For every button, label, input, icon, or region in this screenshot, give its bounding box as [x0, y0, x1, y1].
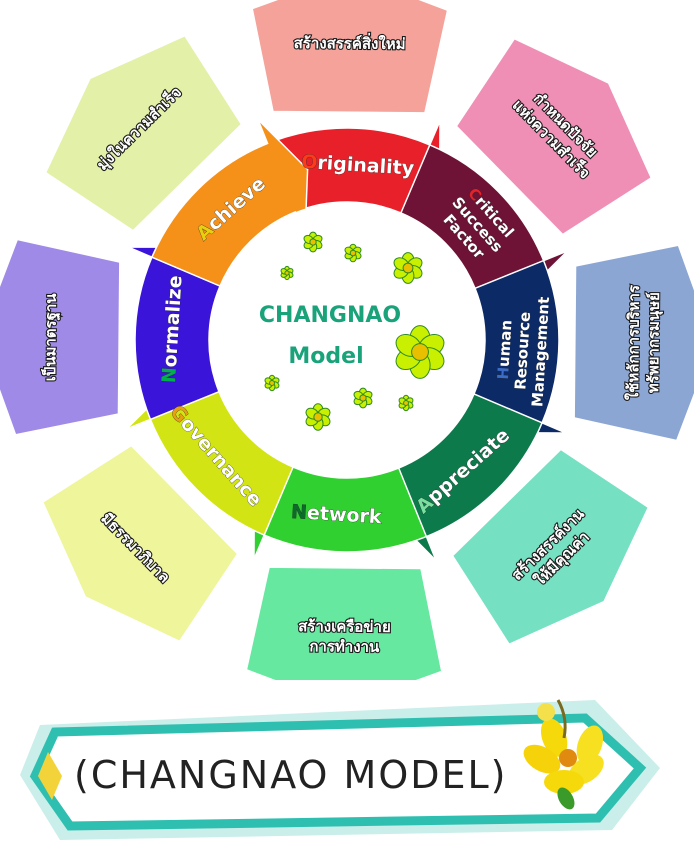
changnao-model-diagram: สร้างสรรค์สิ่งใหม่กำหนดปัจจัยแห่งความสำเ… [0, 0, 694, 680]
banner-flower-icon [523, 699, 604, 810]
panel-network [244, 565, 444, 680]
title-banner: (CHANGNAO MODEL) [20, 699, 660, 840]
flower-icon [395, 325, 445, 379]
panel-text-originality: สร้างสรรค์สิ่งใหม่ [294, 32, 406, 53]
cycle-ring [125, 118, 569, 562]
segment-initial-originality: O [301, 151, 318, 174]
panel-text-network: สร้างเครือข่าย [298, 617, 391, 636]
segment-rest-network: etwork [306, 502, 382, 529]
segment-label-normalize: Normalize [158, 275, 187, 384]
panel-normalize [0, 237, 122, 437]
flower-icon [344, 243, 362, 263]
panel-achieve [44, 34, 244, 233]
description-panels: สร้างสรรค์สิ่งใหม่กำหนดปัจจัยแห่งความสำเ… [0, 0, 694, 680]
panel-governance [41, 443, 240, 643]
center-title: CHANGNAO [259, 303, 401, 328]
banner-title: (CHANGNAO MODEL) [74, 753, 508, 797]
panel-human-resource-management [572, 243, 694, 443]
segment-initial-human-resource-management: H [494, 366, 513, 380]
segment-label-human-resource-management: Human [494, 319, 516, 380]
center-subtitle: Model [288, 344, 363, 369]
flower-icon [264, 374, 280, 392]
panel-originality [250, 0, 450, 115]
segment-rest-normalize: ormalize [159, 275, 187, 368]
panel-appreciate [450, 447, 650, 646]
panel-text-human-resource-management: ใช้หลักการบริหาร [624, 284, 643, 400]
segment-label-human-resource-management: Resource [511, 311, 534, 390]
flower-icon [280, 265, 294, 281]
flower-icon [353, 387, 373, 409]
flower-icon [305, 403, 331, 431]
segment-rest-human-resource-management: uman [495, 319, 516, 367]
panel-text-normalize: เป็นมาตรฐาน [40, 293, 61, 382]
flower-icon [303, 231, 323, 253]
panel-critical-success-factor [454, 37, 653, 237]
flower-icon [398, 394, 414, 412]
segment-initial-normalize: N [158, 367, 181, 384]
panel-text-human-resource-management: ทรัพยากรมนุษย์ [644, 292, 664, 393]
segment-label-network: Network [290, 501, 382, 529]
banner-accent [38, 752, 62, 800]
segment-initial-network: N [290, 501, 307, 524]
center-flowers [264, 231, 445, 431]
panel-text-network: การทำงาน [309, 637, 380, 656]
flower-icon [393, 252, 423, 284]
banner-frame [29, 713, 647, 831]
